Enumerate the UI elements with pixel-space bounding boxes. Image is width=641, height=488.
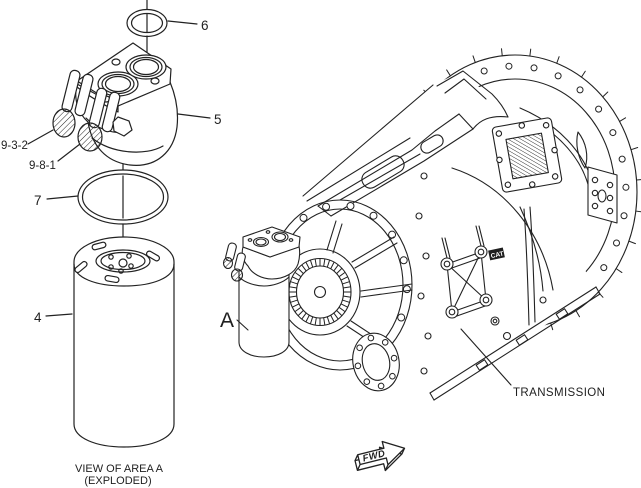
transmission-illustration: CAT <box>222 48 641 402</box>
area-a-label: A <box>220 309 234 332</box>
callout-4: 4 <box>34 310 42 325</box>
filter-element-4 <box>73 236 175 448</box>
leader-line-5 <box>177 113 211 119</box>
housing-vane <box>576 131 588 169</box>
callout-6: 6 <box>201 18 209 33</box>
seal-ring-7 <box>77 169 169 225</box>
leader-line-4 <box>45 313 73 317</box>
bottom-rail <box>429 286 601 401</box>
view-title-line2: (EXPLODED) <box>84 475 151 487</box>
case-plugs <box>490 296 547 341</box>
output-hub <box>274 248 361 336</box>
callout-9-8-1: 9-8-1 <box>29 160 56 172</box>
top-cover <box>302 70 509 217</box>
leader-line-transmission <box>460 328 512 386</box>
case-silhouette <box>299 71 597 402</box>
view-title-line1: VIEW OF AREA A <box>75 463 164 475</box>
brand-mark: CAT <box>490 251 504 261</box>
case-seams <box>451 167 554 326</box>
filter-base-5 <box>52 42 179 166</box>
side-mounting-pad <box>587 166 618 224</box>
area-a-filter-assembled <box>222 226 301 358</box>
leader-line-7 <box>46 195 79 200</box>
lifting-bracket: CAT <box>440 225 505 319</box>
leader-line-6 <box>167 20 198 25</box>
fitting-cap-9-3-2 <box>52 108 76 138</box>
callout-7: 7 <box>34 193 42 208</box>
leader-line-area-a <box>236 319 249 331</box>
callout-9-3-2: 9-3-2 <box>1 140 28 152</box>
fitting-cap-9-8-1 <box>77 122 103 152</box>
leader-line-9-3-2 <box>27 129 54 145</box>
callout-5: 5 <box>214 112 222 127</box>
edge-bolts <box>415 172 432 375</box>
leader-line-9-8-1 <box>57 143 81 162</box>
fwd-arrow: FWD <box>354 440 406 472</box>
hex-fitting <box>112 116 133 137</box>
exploded-view <box>27 0 211 448</box>
pto-pad <box>491 117 563 193</box>
output-flange <box>352 332 400 392</box>
oring-6 <box>126 8 168 38</box>
fwd-label: FWD <box>362 448 387 464</box>
transmission-label: TRANSMISSION <box>513 387 605 399</box>
